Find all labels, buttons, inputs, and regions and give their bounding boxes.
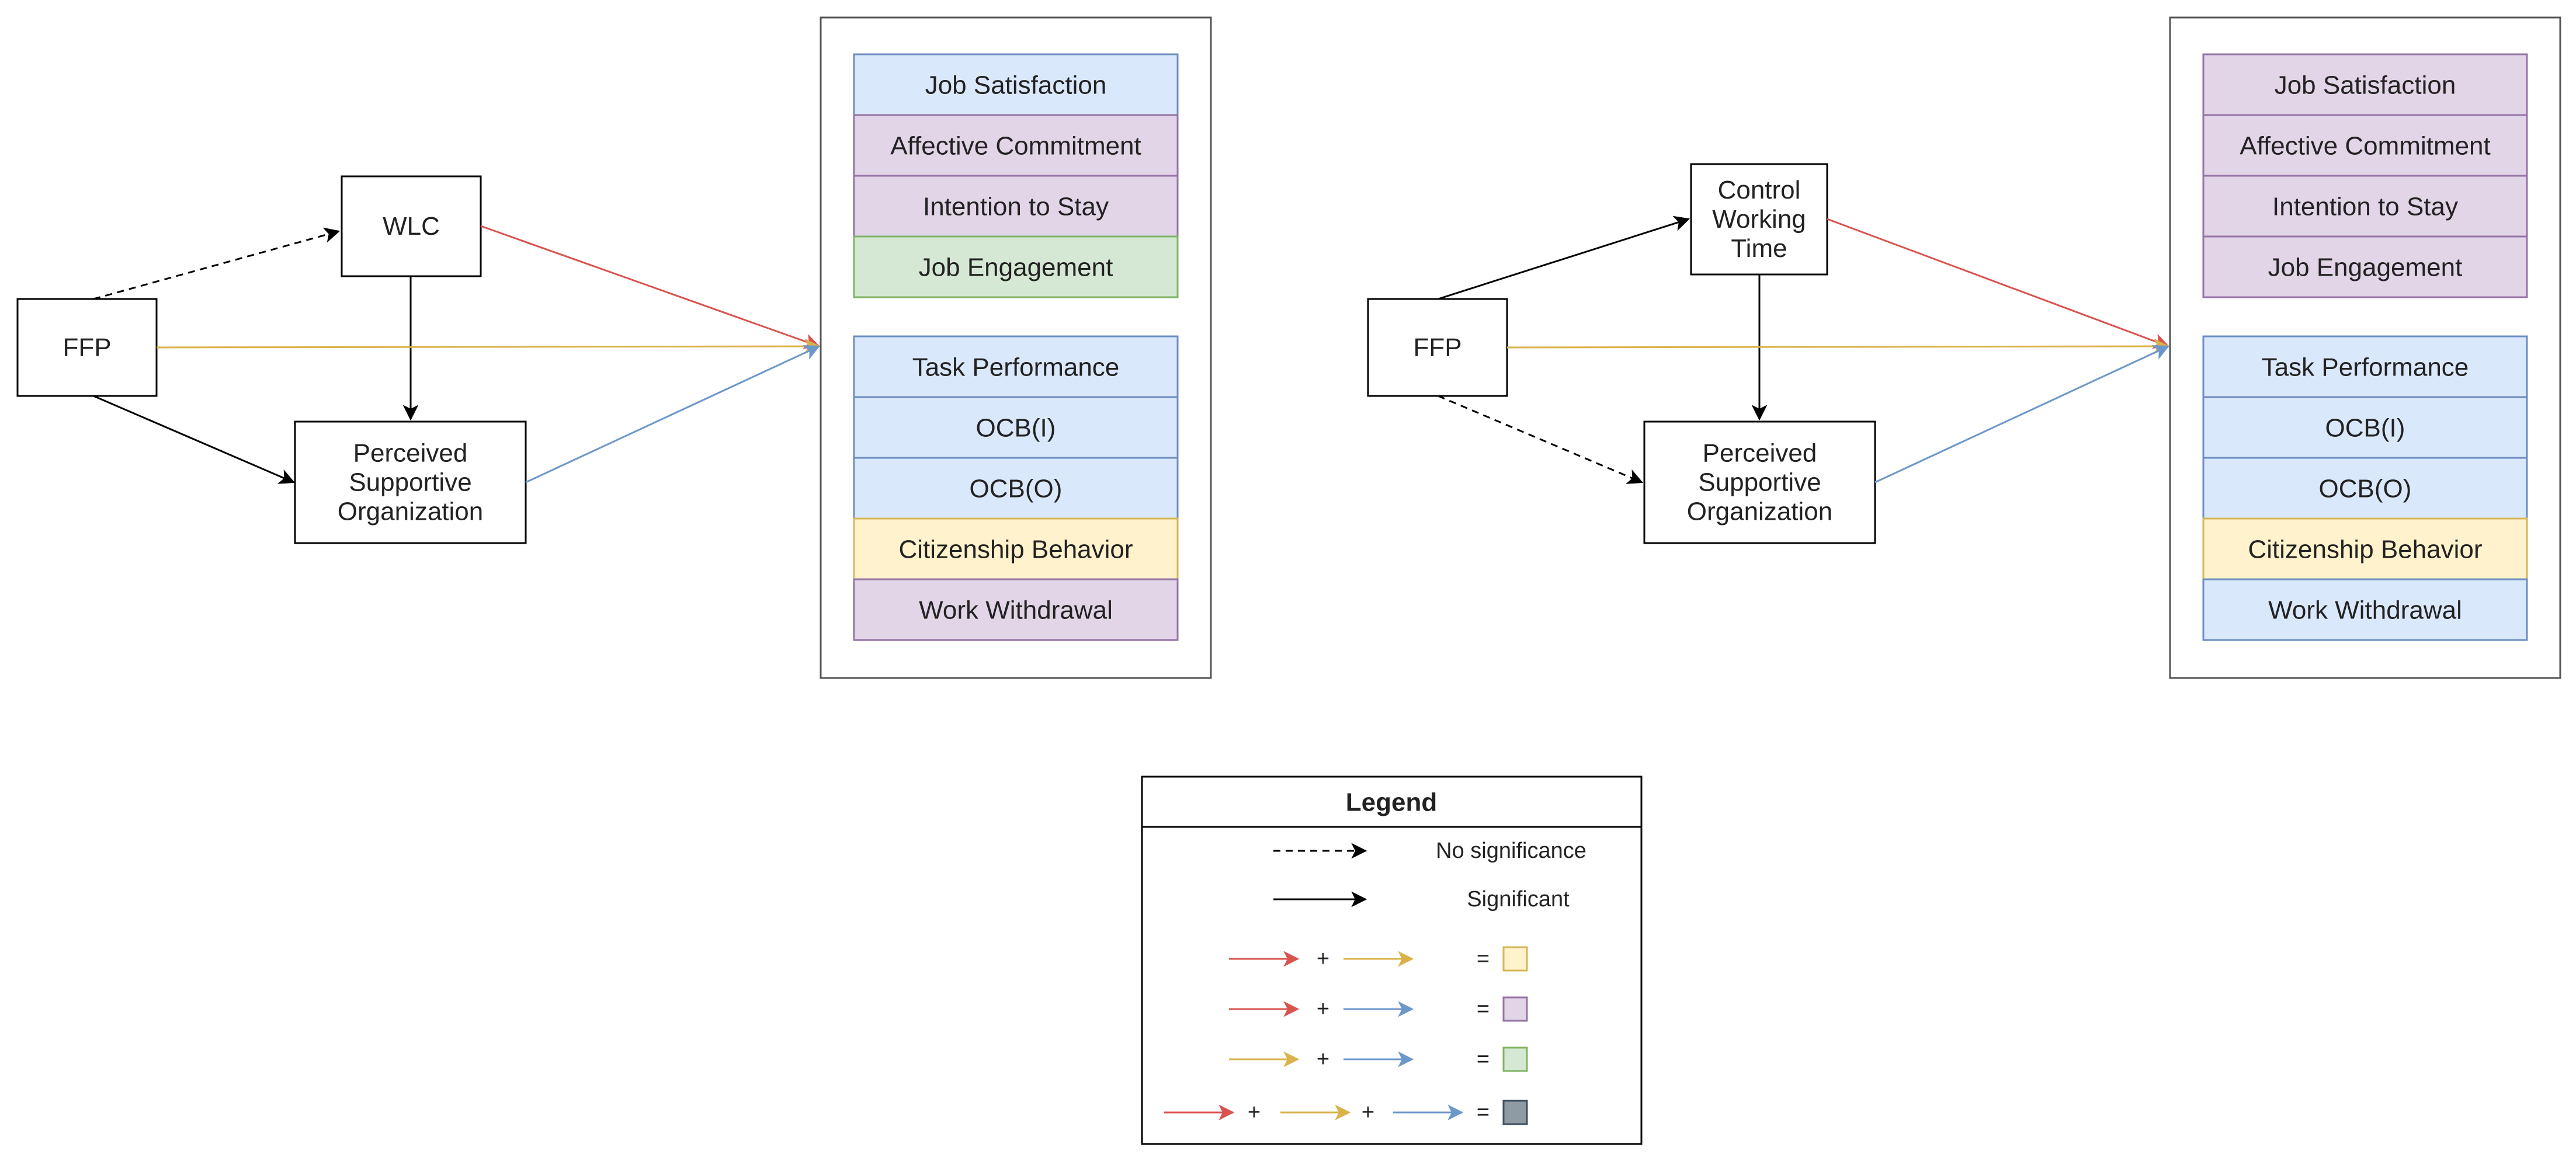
left_model-outcome-label: Intention to Stay <box>923 193 1109 221</box>
right_model-outcome-label: Work Withdrawal <box>2268 596 2462 625</box>
left_model-outcome-label: Work Withdrawal <box>919 596 1113 625</box>
right_model-pso-label: Organization <box>1687 498 1832 526</box>
right_model-mediator-label: Working <box>1712 205 1806 234</box>
right_model-ffp-to-mediator-arrow <box>1438 215 1690 300</box>
left_model-outcome-cell <box>853 235 1179 298</box>
left_model-outcome-label: Job Engagement <box>919 253 1113 282</box>
left_model-pso-label: Organization <box>338 498 483 526</box>
left_model-pso-to-outcomes-arrow <box>525 345 821 484</box>
legend-plus-sign: + <box>1248 1100 1261 1125</box>
legend-significant-label: Significant <box>1467 887 1570 912</box>
legend-result-swatch-purple <box>1502 996 1528 1022</box>
left_model-mediator-node <box>341 175 482 277</box>
left_model-pso-label: Supportive <box>349 468 471 497</box>
left_model-pso-label: Perceived <box>353 439 468 468</box>
left_model-outcome-cell <box>853 114 1179 177</box>
left_model-outcome-cell <box>853 517 1179 580</box>
legend-equals-sign: = <box>1477 997 1490 1021</box>
legend-equals-sign: = <box>1477 947 1490 971</box>
right_model-pso-label: Perceived <box>1703 439 1817 468</box>
left_model-ffp-to-pso-arrow <box>93 395 296 484</box>
legend-title: Legend <box>1346 788 1437 817</box>
right_model-mediator-label: Control <box>1718 176 1801 204</box>
left_model-outcome-cell <box>853 457 1179 520</box>
left_model-outcome-cell <box>853 396 1179 459</box>
left_model-mediator-to-outcomes-arrow <box>480 225 821 349</box>
right_model-outcome-cell <box>2202 235 2528 298</box>
legend-equals-sign: = <box>1477 1047 1490 1072</box>
left_model-mediator-label: WLC <box>383 212 440 241</box>
legend-plus-sign: + <box>1317 947 1329 971</box>
right_model-ffp-to-outcomes-arrow <box>1506 338 2170 354</box>
left_model-outcome-label: Affective Commitment <box>890 132 1141 161</box>
legend-plus-sign: + <box>1317 997 1329 1021</box>
right_model-mediator-label: Time <box>1731 234 1787 263</box>
right_model-outcome-label: Affective Commitment <box>2240 132 2491 161</box>
right_model-pso-to-outcomes-arrow <box>1874 345 2170 484</box>
left_model-ffp-to-outcomes-arrow <box>156 338 821 354</box>
legend-result-swatch-gray <box>1502 1100 1528 1125</box>
legend-plus-sign: + <box>1362 1100 1374 1125</box>
right_model-ffp-label: FFP <box>1413 333 1461 362</box>
right_model-ffp-to-pso-arrow <box>1438 395 1644 484</box>
left_model-outcome-label: OCB(I) <box>976 414 1056 443</box>
right_model-mediator-node <box>1690 163 1828 276</box>
left_model-outcome-label: OCB(O) <box>970 475 1063 503</box>
legend-box <box>1141 775 1643 1145</box>
right_model-outcome-cell <box>2202 335 2528 398</box>
right_model-outcome-label: Task Performance <box>2262 353 2469 382</box>
right_model-outcome-label: Job Engagement <box>2268 253 2463 282</box>
right_model-outcome-cell <box>2202 457 2528 520</box>
right_model-outcome-cell <box>2202 578 2528 641</box>
left_model-outcome-label: Citizenship Behavior <box>898 535 1133 564</box>
right_model-pso-node <box>1643 420 1876 544</box>
right_model-outcome-cell <box>2202 53 2528 116</box>
right_model-outcome-cell <box>2202 517 2528 580</box>
right_model-outcome-label: Citizenship Behavior <box>2248 535 2482 564</box>
right_model-outcome-cell <box>2202 114 2528 177</box>
legend-result-swatch-green <box>1502 1046 1528 1072</box>
right_model-mediator-to-outcomes-arrow <box>1827 218 2170 349</box>
legend-no-significance-label: No significance <box>1436 839 1586 863</box>
left_model-outcome-label: Job Satisfaction <box>925 71 1107 100</box>
left_model-ffp-to-mediator-arrow <box>93 227 341 300</box>
right_model-outcome-label: Job Satisfaction <box>2275 71 2456 100</box>
left_model-ffp-label: FFP <box>63 333 111 362</box>
left_model-pso-node <box>294 420 527 544</box>
legend-plus-sign: + <box>1317 1047 1329 1072</box>
right_model-outcome-label: OCB(O) <box>2319 475 2412 503</box>
left_model-ffp-node <box>16 298 158 397</box>
legend-result-swatch-yellow <box>1502 946 1528 972</box>
right_model-outcome-label: Intention to Stay <box>2272 193 2458 221</box>
right_model-ffp-node <box>1367 298 1508 397</box>
left_model-outcome-label: Task Performance <box>912 353 1120 382</box>
left_model-outcome-cell <box>853 578 1179 641</box>
right_model-outcome-label: OCB(I) <box>2325 414 2405 443</box>
legend-equals-sign: = <box>1477 1100 1490 1125</box>
right_model-pso-label: Supportive <box>1698 468 1821 497</box>
